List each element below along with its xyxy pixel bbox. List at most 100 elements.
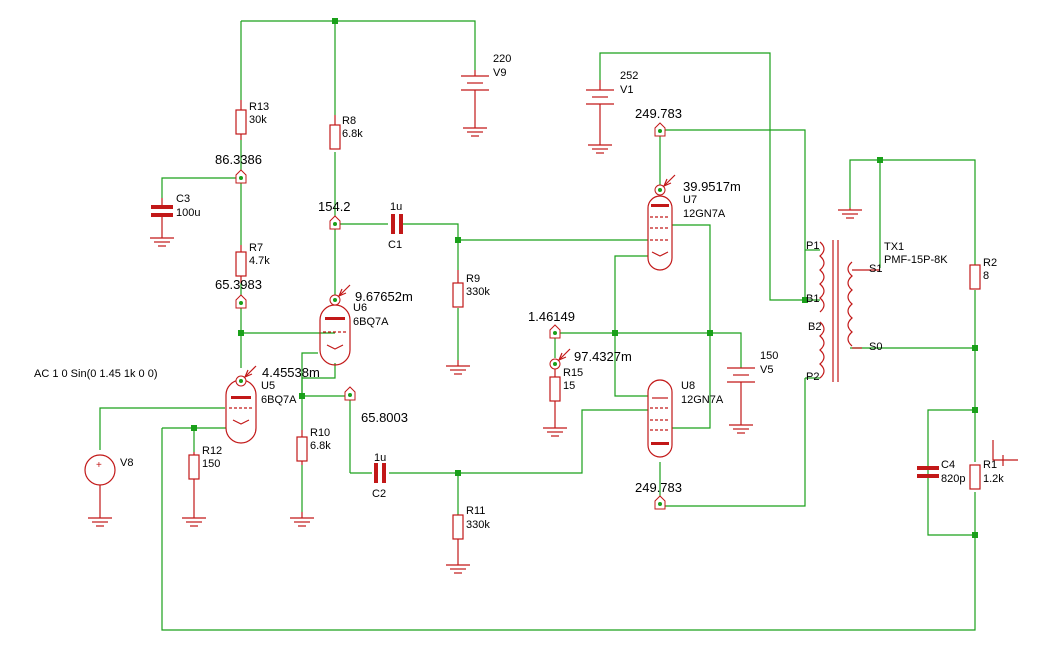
probe-249a (654, 122, 666, 137)
resistor-r2: R2 8 (969, 257, 997, 290)
ground-v9 (463, 127, 487, 137)
current-probe-u7 (654, 174, 676, 196)
ground-v5 (729, 424, 753, 434)
transformer-tx1: P1 B1 B2 P2 S1 S0 TX1 PMF-15P-8K (806, 240, 948, 383)
ground-r12 (182, 517, 206, 527)
r13-value: 30k (249, 114, 267, 126)
readout-1461: 1.46149 (528, 309, 575, 324)
r15-value: 15 (563, 380, 575, 392)
probe-readouts: 86.3386 65.3983 154.2 65.8003 1.46149 24… (215, 106, 741, 495)
voltage-probes (235, 122, 666, 510)
resistor-r13: R13 30k (235, 100, 269, 140)
probe-249b (654, 495, 666, 510)
readout-65b: 65.8003 (361, 410, 408, 425)
probe-1461 (549, 324, 561, 339)
resistor-r12: R12 150 (188, 445, 222, 518)
r2-value: 8 (983, 270, 989, 282)
ground-r9 (446, 360, 470, 375)
v8-ref: V8 (120, 457, 133, 469)
r11-ref: R11 (466, 505, 485, 517)
c1-ref: C1 (388, 239, 402, 251)
tx1-pin-s0: S0 (869, 341, 882, 353)
v9-ref: V9 (493, 67, 506, 79)
ground-v1 (588, 144, 612, 154)
capacitor-c4: C4 820p (917, 459, 965, 485)
r1-value: 1.2k (983, 473, 1004, 485)
resistor-r10: R10 6.8k (296, 427, 331, 465)
ground-r1 (992, 440, 1018, 466)
readout-86: 86.3386 (215, 152, 262, 167)
tube-u8: U8 12GN7A (647, 379, 724, 458)
readout-154: 154.2 (318, 199, 351, 214)
resistor-r1: R1 1.2k (969, 459, 1004, 490)
current-probe-u5 (235, 365, 257, 387)
r7-value: 4.7k (249, 255, 270, 267)
resistor-r11: R11 330k (452, 505, 490, 565)
r15-ref: R15 (563, 367, 583, 379)
u7-value: 12GN7A (683, 208, 726, 220)
r8-value: 6.8k (342, 128, 363, 140)
probe-86 (235, 169, 247, 184)
ground-symbols (88, 127, 1018, 574)
u5-ref: U5 (261, 380, 275, 392)
u6-value: 6BQ7A (353, 316, 389, 328)
readout-i-u5: 4.45538m (262, 365, 320, 380)
v1-value: 252 (620, 70, 638, 82)
probe-65b (344, 386, 356, 401)
v9-value: 220 (493, 53, 511, 65)
junctions (191, 18, 978, 538)
r2-ref: R2 (983, 257, 997, 269)
r10-value: 6.8k (310, 440, 331, 452)
readout-i-r15: 97.4327m (574, 349, 632, 364)
resistor-r9: R9 330k (452, 270, 490, 308)
ac-source-v8: + V8 (84, 454, 133, 518)
ground-tx1 (838, 208, 862, 219)
tube-u6: U6 6BQ7A (319, 302, 389, 366)
tx1-pin-p1: P1 (806, 240, 819, 252)
tx1-pin-b2: B2 (808, 321, 821, 333)
current-probe-r15 (549, 348, 571, 370)
ground-r15 (543, 427, 567, 437)
r9-value: 330k (466, 286, 490, 298)
c2-ref: C2 (372, 488, 386, 500)
c3-value: 100u (176, 207, 200, 219)
current-probes (235, 174, 676, 387)
tx1-ref: TX1 (884, 241, 904, 253)
r1-ref: R1 (983, 459, 997, 471)
c2-value: 1u (374, 452, 386, 464)
readout-249b: 249.783 (635, 480, 682, 495)
capacitor-c2: 1u C2 (372, 452, 386, 500)
capacitor-c3: C3 100u (151, 193, 200, 238)
r13-ref: R13 (249, 101, 269, 113)
ground-c3 (150, 237, 174, 247)
probe-154 (329, 215, 341, 230)
readout-249a: 249.783 (635, 106, 682, 121)
tube-u5: U5 6BQ7A (225, 379, 297, 444)
probe-65a (235, 294, 247, 309)
dc-source-v9: 220 V9 (461, 53, 511, 128)
r12-value: 150 (202, 458, 220, 470)
c4-value: 820p (941, 473, 965, 485)
r9-ref: R9 (466, 273, 480, 285)
u8-value: 12GN7A (681, 394, 724, 406)
resistor-r7: R7 4.7k (235, 242, 270, 283)
u6-ref: U6 (353, 302, 367, 314)
r10-ref: R10 (310, 427, 330, 439)
ground-r10 (290, 512, 314, 527)
resistor-r15: R15 15 (549, 367, 583, 428)
ac-source-spec: AC 1 0 Sin(0 1.45 1k 0 0) (34, 368, 158, 380)
readout-65a: 65.3983 (215, 277, 262, 292)
tx1-pin-s1: S1 (869, 263, 882, 275)
capacitor-c1: 1u C1 (388, 201, 403, 251)
dc-source-v1: 252 V1 (586, 70, 638, 145)
wires (99, 20, 976, 631)
ground-r11 (446, 564, 470, 574)
u8-ref: U8 (681, 380, 695, 392)
c4-ref: C4 (941, 459, 955, 471)
r8-ref: R8 (342, 115, 356, 127)
u5-value: 6BQ7A (261, 394, 297, 406)
dc-source-v5: 150 V5 (727, 350, 778, 425)
r7-ref: R7 (249, 242, 263, 254)
c3-ref: C3 (176, 193, 190, 205)
r11-value: 330k (466, 519, 490, 531)
